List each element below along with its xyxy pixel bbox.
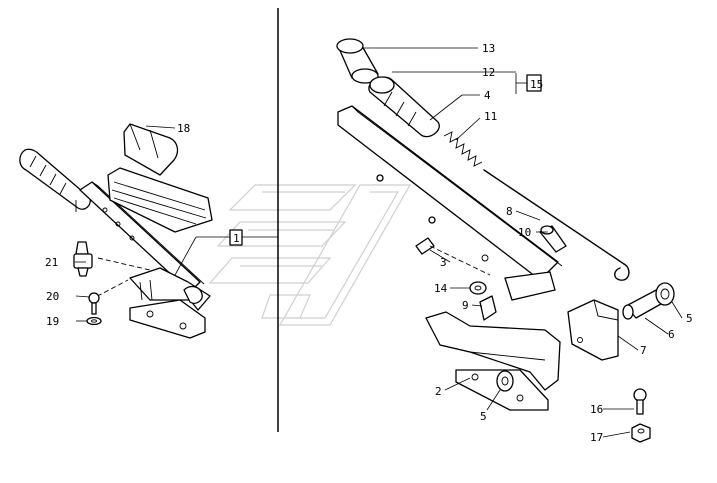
callout-8: 8 <box>506 205 513 218</box>
callout-6: 6 <box>668 328 675 341</box>
callout-20: 20 <box>46 290 59 303</box>
callout-2: 2 <box>435 385 442 398</box>
callout-17: 17 <box>590 431 603 444</box>
left-handbrake-assembly <box>19 123 278 339</box>
callout-numbers: 13 12 15 4 11 18 8 10 1 21 3 20 14 9 5 1… <box>45 42 693 444</box>
callout-1: 1 <box>233 232 240 245</box>
callout-4: 4 <box>484 89 491 102</box>
callout-5-lower: 5 <box>480 410 487 423</box>
callout-5-upper: 5 <box>686 312 693 325</box>
callout-9: 9 <box>462 299 469 312</box>
callout-11: 11 <box>484 110 497 123</box>
callout-12: 12 <box>482 66 495 79</box>
callout-18: 18 <box>177 122 190 135</box>
callout-13: 13 <box>482 42 495 55</box>
callout-21: 21 <box>45 256 58 269</box>
callout-10: 10 <box>518 226 531 239</box>
callout-14: 14 <box>434 282 448 295</box>
callout-19: 19 <box>46 315 59 328</box>
callout-16: 16 <box>590 403 603 416</box>
right-handbrake-assembly <box>336 38 675 443</box>
leader-lines <box>75 47 683 438</box>
callout-15: 15 <box>530 78 543 91</box>
watermark-logo <box>208 184 412 326</box>
callout-3: 3 <box>440 256 447 269</box>
callout-7: 7 <box>640 344 647 357</box>
